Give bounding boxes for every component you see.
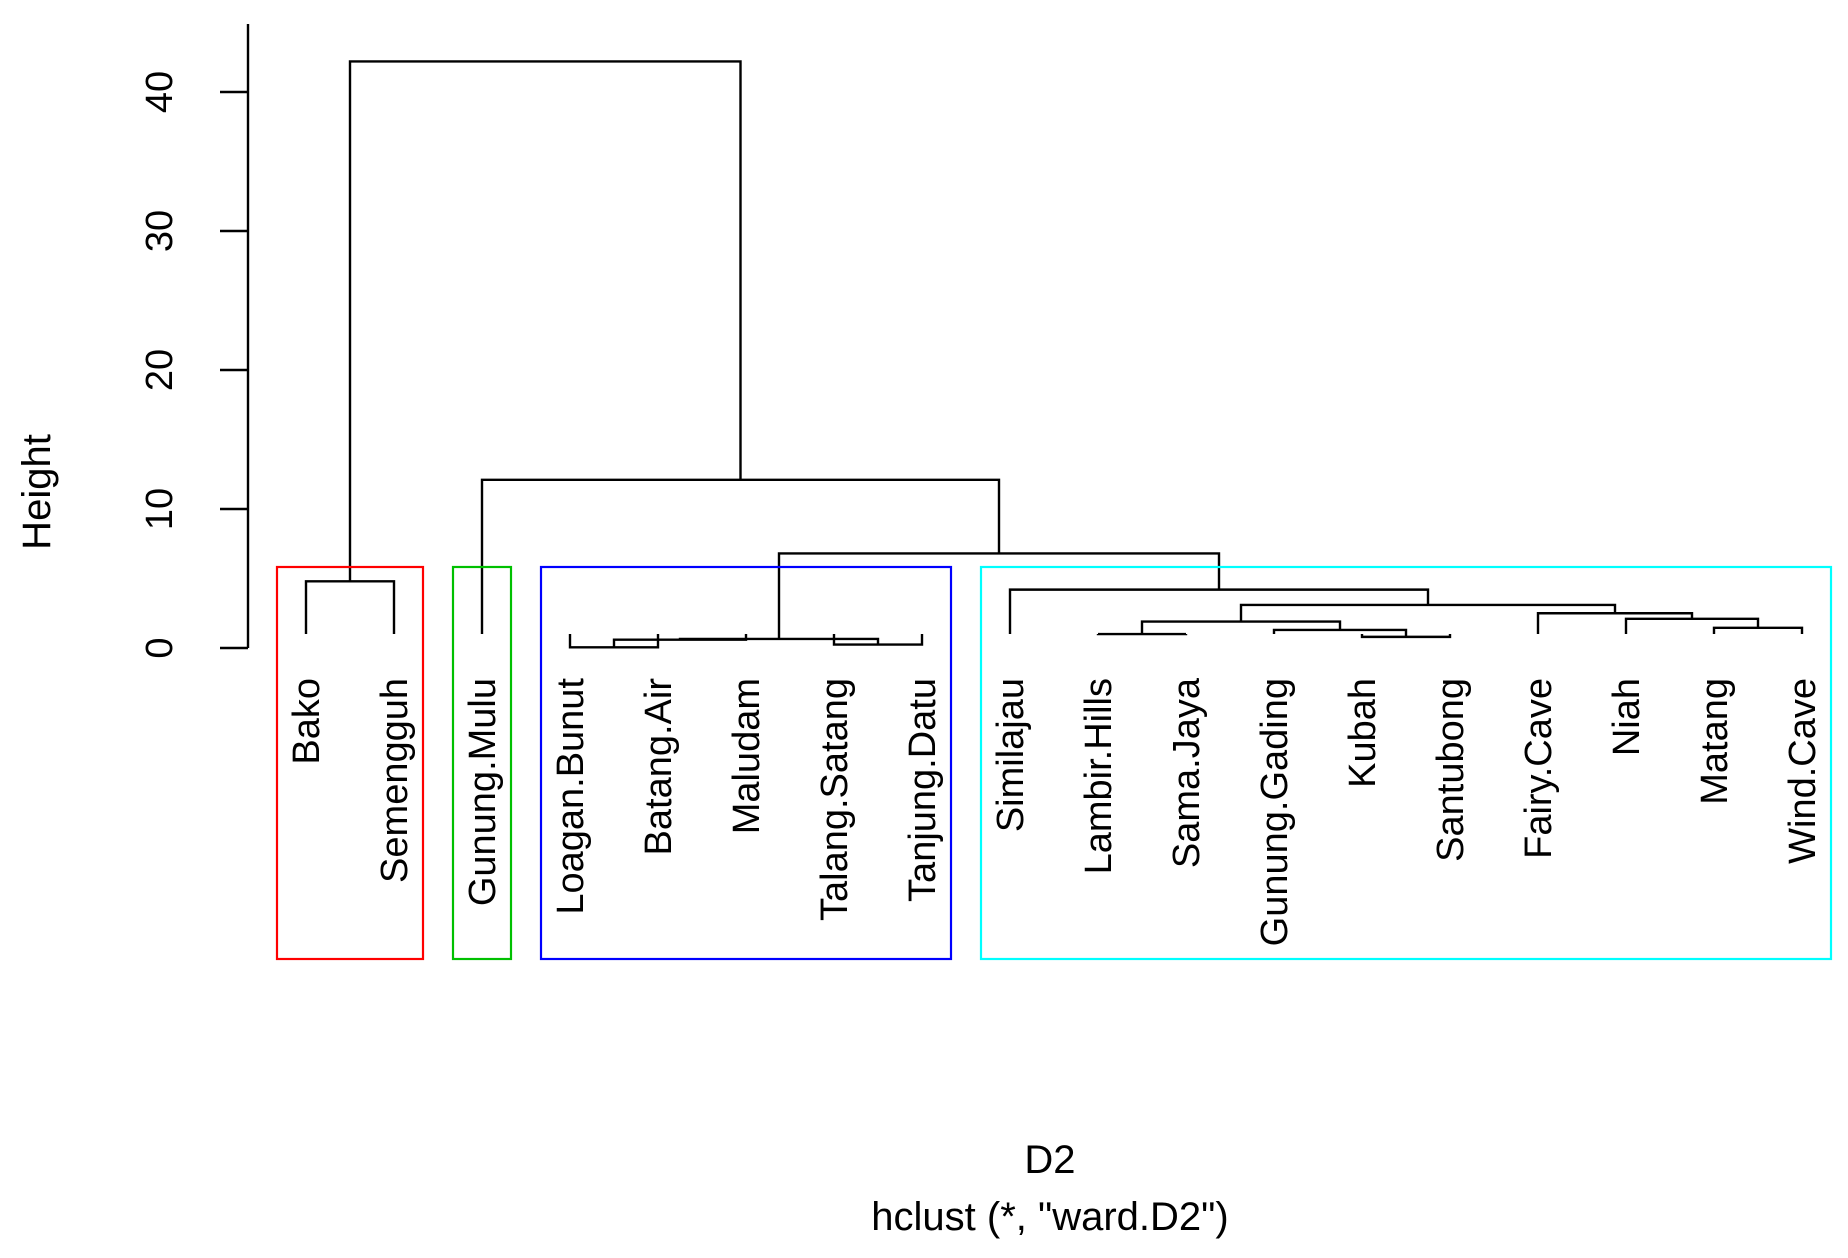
- dendrogram-link: [1712, 626, 1804, 634]
- leaf-label: Kubah: [1342, 678, 1384, 788]
- leaf-label: Gunung.Mulu: [462, 678, 504, 906]
- y-tick-label: 0: [139, 637, 181, 658]
- leaf-label: Similajau: [990, 678, 1032, 832]
- y-tick-label: 10: [139, 488, 181, 530]
- dendrogram-link: [1140, 620, 1342, 635]
- x-axis-title: D2: [1024, 1138, 1075, 1182]
- dendrogram-link: [304, 580, 396, 634]
- leaf-label: Niah: [1606, 678, 1648, 756]
- dendrogram-link: [1536, 612, 1694, 634]
- cluster-boxes: [275, 565, 1833, 961]
- chart-subtitle: hclust (*, "ward.D2"): [871, 1195, 1228, 1239]
- leaf-label: Tanjung.Datu: [902, 678, 944, 902]
- leaf-label: Semengguh: [374, 678, 416, 883]
- dendrogram-link: [612, 634, 748, 648]
- dendrogram-link: [480, 478, 1001, 634]
- leaf-label: Sama.Jaya: [1166, 677, 1208, 868]
- leaf-label: Talang.Satang: [814, 678, 856, 921]
- leaf-label: Santubong: [1430, 678, 1472, 862]
- cluster-box: [539, 565, 953, 961]
- cluster-box: [275, 565, 425, 961]
- leaf-label: Gunung.Gading: [1254, 678, 1296, 946]
- leaf-label: Loagan.Bunut: [550, 678, 592, 915]
- y-axis: 0 10 20 30 40: [139, 24, 250, 659]
- leaf-label: Maludam: [726, 678, 768, 834]
- leaf-label: Batang.Air: [638, 678, 680, 856]
- leaf-label: Bako: [286, 678, 328, 765]
- dendrogram-links: [304, 60, 1804, 649]
- dendrogram-link: [348, 60, 742, 582]
- leaf-labels: Bako Semengguh Gunung.Mulu Loagan.Bunut Bata…: [286, 677, 1824, 946]
- y-tick-label: 20: [139, 349, 181, 391]
- leaf-label: Lambir.Hills: [1078, 678, 1120, 874]
- cluster-box: [451, 565, 513, 961]
- leaf-label: Fairy.Cave: [1518, 678, 1560, 859]
- y-axis-title: Height: [15, 434, 59, 550]
- dendrogram-link: [1008, 588, 1430, 634]
- dendrogram-link: [1624, 617, 1760, 634]
- leaf-label: Matang: [1694, 678, 1736, 805]
- leaf-label: Wind.Cave: [1782, 678, 1824, 864]
- y-tick-label: 40: [139, 71, 181, 113]
- cluster-box: [979, 565, 1833, 961]
- y-tick-label: 30: [139, 210, 181, 252]
